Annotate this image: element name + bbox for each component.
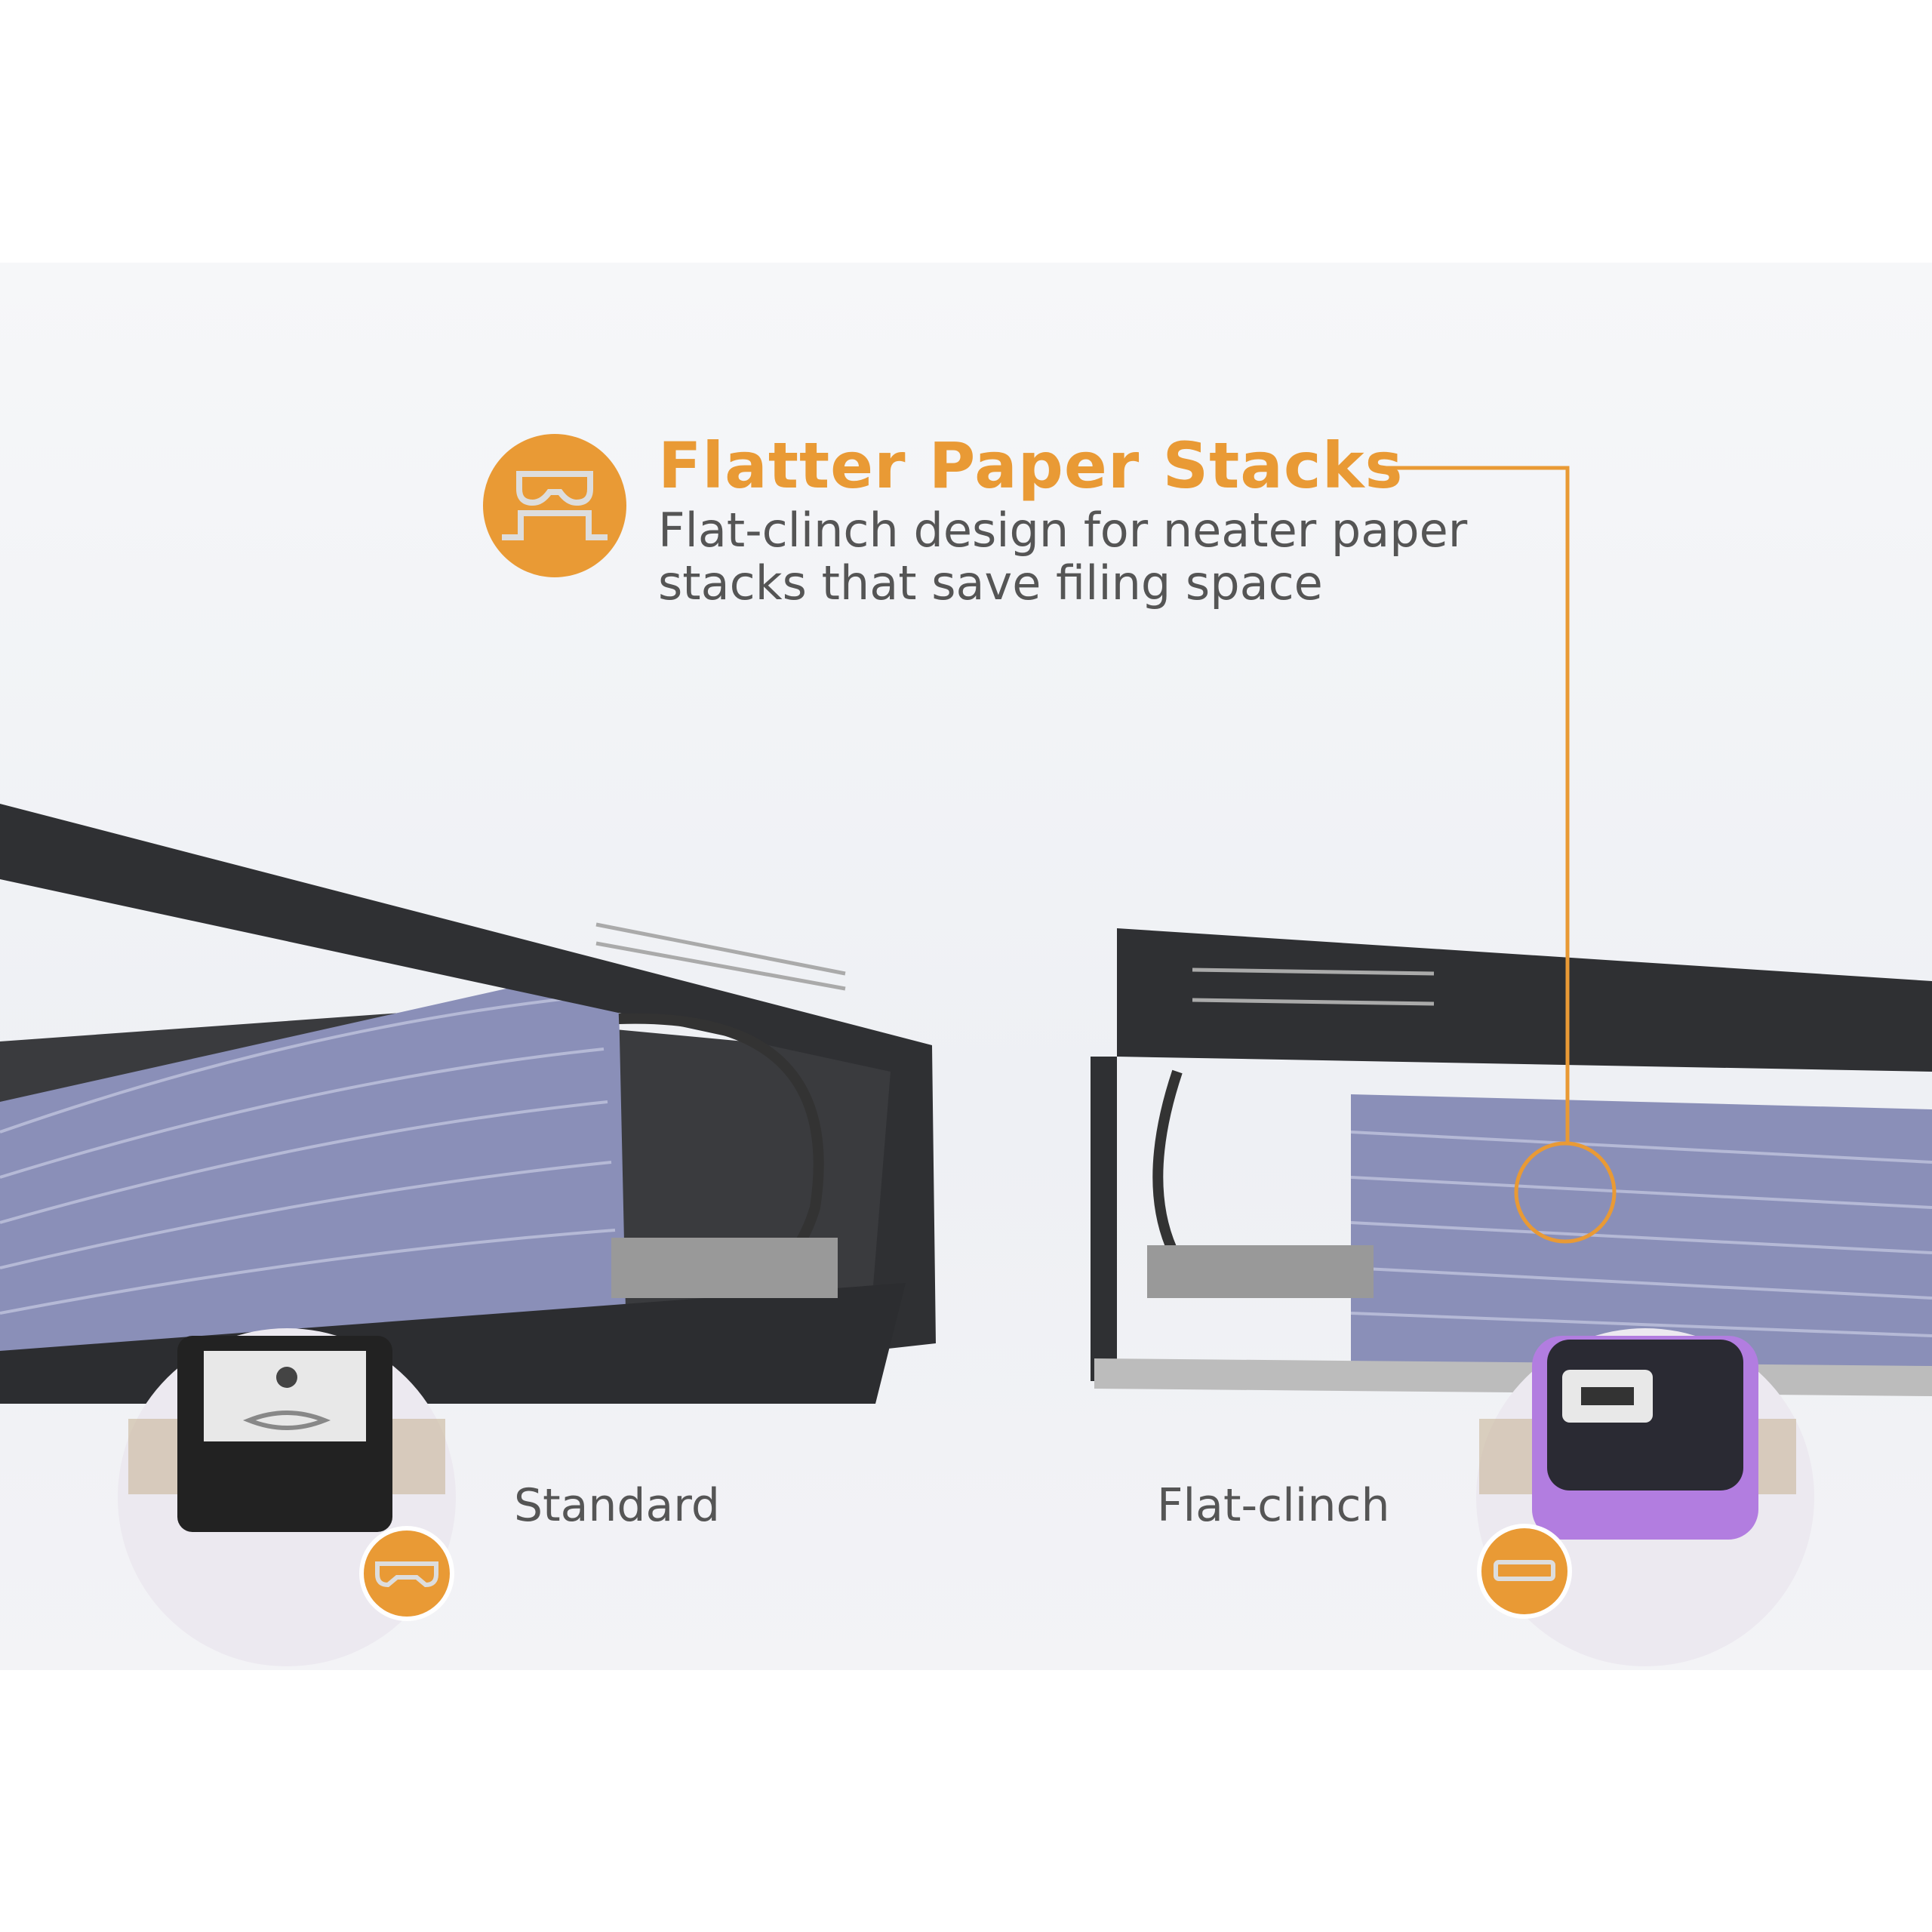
callout-line: [1371, 466, 1617, 1244]
flat-clinch-label: Flat-clinch: [1157, 1479, 1390, 1532]
standard-label: Standard: [514, 1479, 720, 1532]
flat-clinch-staple-icon: [483, 434, 626, 577]
feature-description: Flat-clinch design for neater paper stac…: [658, 503, 1468, 611]
standard-staple-inset: [118, 1328, 456, 1666]
feature-title: Flatter Paper Stacks: [658, 429, 1404, 503]
standard-stapled-binder: [0, 804, 936, 1404]
flat-clinch-staple-inset: [1476, 1328, 1814, 1666]
flat-clinch-binder: [1091, 928, 1932, 1396]
